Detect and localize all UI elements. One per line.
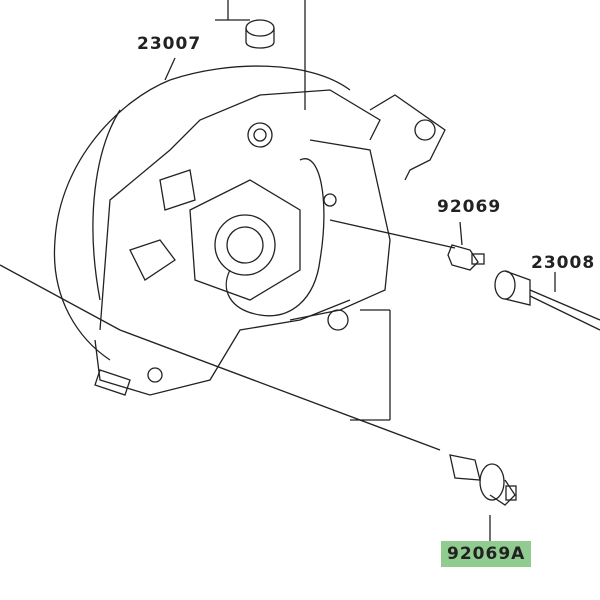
- socket-23008: [494, 270, 600, 331]
- leader-lines: [0, 0, 556, 541]
- part-label-23008[interactable]: 23008: [531, 253, 596, 273]
- cap-part: [245, 19, 275, 49]
- part-label-23007[interactable]: 23007: [137, 34, 202, 54]
- part-label-92069[interactable]: 92069: [437, 197, 502, 217]
- part-label-92069A-highlighted[interactable]: 92069A: [441, 541, 532, 567]
- headlight-housing: [53, 65, 446, 396]
- main-bulb-92069A: [449, 454, 517, 506]
- small-bulb-92069: [447, 244, 485, 271]
